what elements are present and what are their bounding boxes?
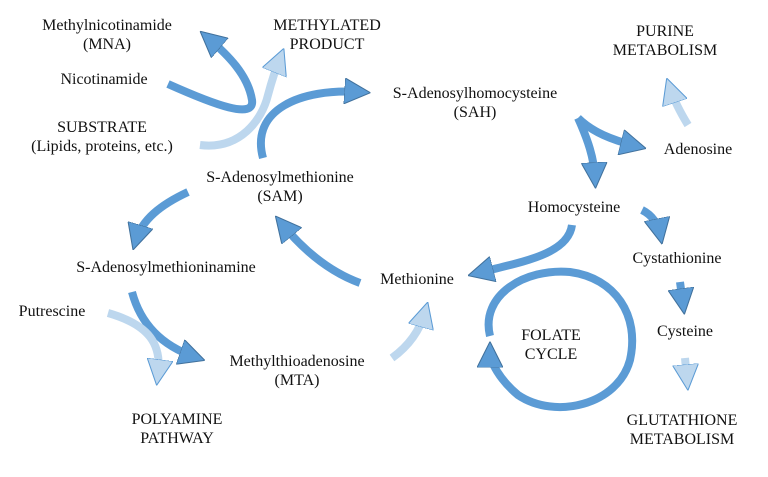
label-methionine: Methionine bbox=[380, 271, 454, 288]
label-nicotinamide: Nicotinamide bbox=[60, 71, 148, 88]
label-homocysteine: Homocysteine bbox=[527, 199, 621, 216]
label-sah: S-Adenosylhomocysteine(SAH) bbox=[392, 85, 558, 121]
arrow-substrate-to-methylated-product bbox=[199, 58, 280, 150]
arrow-methionine-to-sam bbox=[282, 224, 362, 287]
arrow-homocysteine-to-methionine bbox=[478, 224, 576, 273]
label-samine: S-Adenosylmethioninamine bbox=[76, 259, 256, 276]
arrow-homocysteine-to-cystathionine bbox=[640, 206, 660, 234]
arrow-mta-to-methionine bbox=[389, 312, 425, 362]
label-adenosine: Adenosine bbox=[663, 141, 733, 158]
arrow-nicotinamide-to-mna bbox=[166, 38, 257, 114]
label-substrate: SUBSTRATE(Lipids, proteins, etc.) bbox=[31, 119, 173, 155]
arrow-sam-to-samine bbox=[136, 188, 190, 240]
label-cysteine: Cysteine bbox=[657, 323, 713, 340]
arrow-sam-to-sah bbox=[257, 92, 360, 160]
arrow-sah-to-homocysteine bbox=[574, 116, 595, 178]
folate-cycle-ring bbox=[489, 267, 637, 412]
arrow-putrescine-to-polyamine bbox=[106, 309, 159, 375]
label-cystathionine: Cystathionine bbox=[632, 250, 722, 267]
arrow-adenosine-to-purine bbox=[670, 88, 692, 128]
label-mna: Methylnicotinamide(MNA) bbox=[42, 17, 172, 53]
arrow-samine-to-mta bbox=[128, 290, 195, 357]
label-mta: Methylthioadenosine(MTA) bbox=[229, 353, 365, 389]
label-sam: S-Adenosylmethionine(SAM) bbox=[206, 169, 354, 205]
arrow-cysteine-to-glutathione bbox=[685, 357, 687, 380]
label-putrescine: Putrescine bbox=[18, 303, 86, 320]
arrow-cystathionine-to-cysteine bbox=[680, 281, 683, 304]
